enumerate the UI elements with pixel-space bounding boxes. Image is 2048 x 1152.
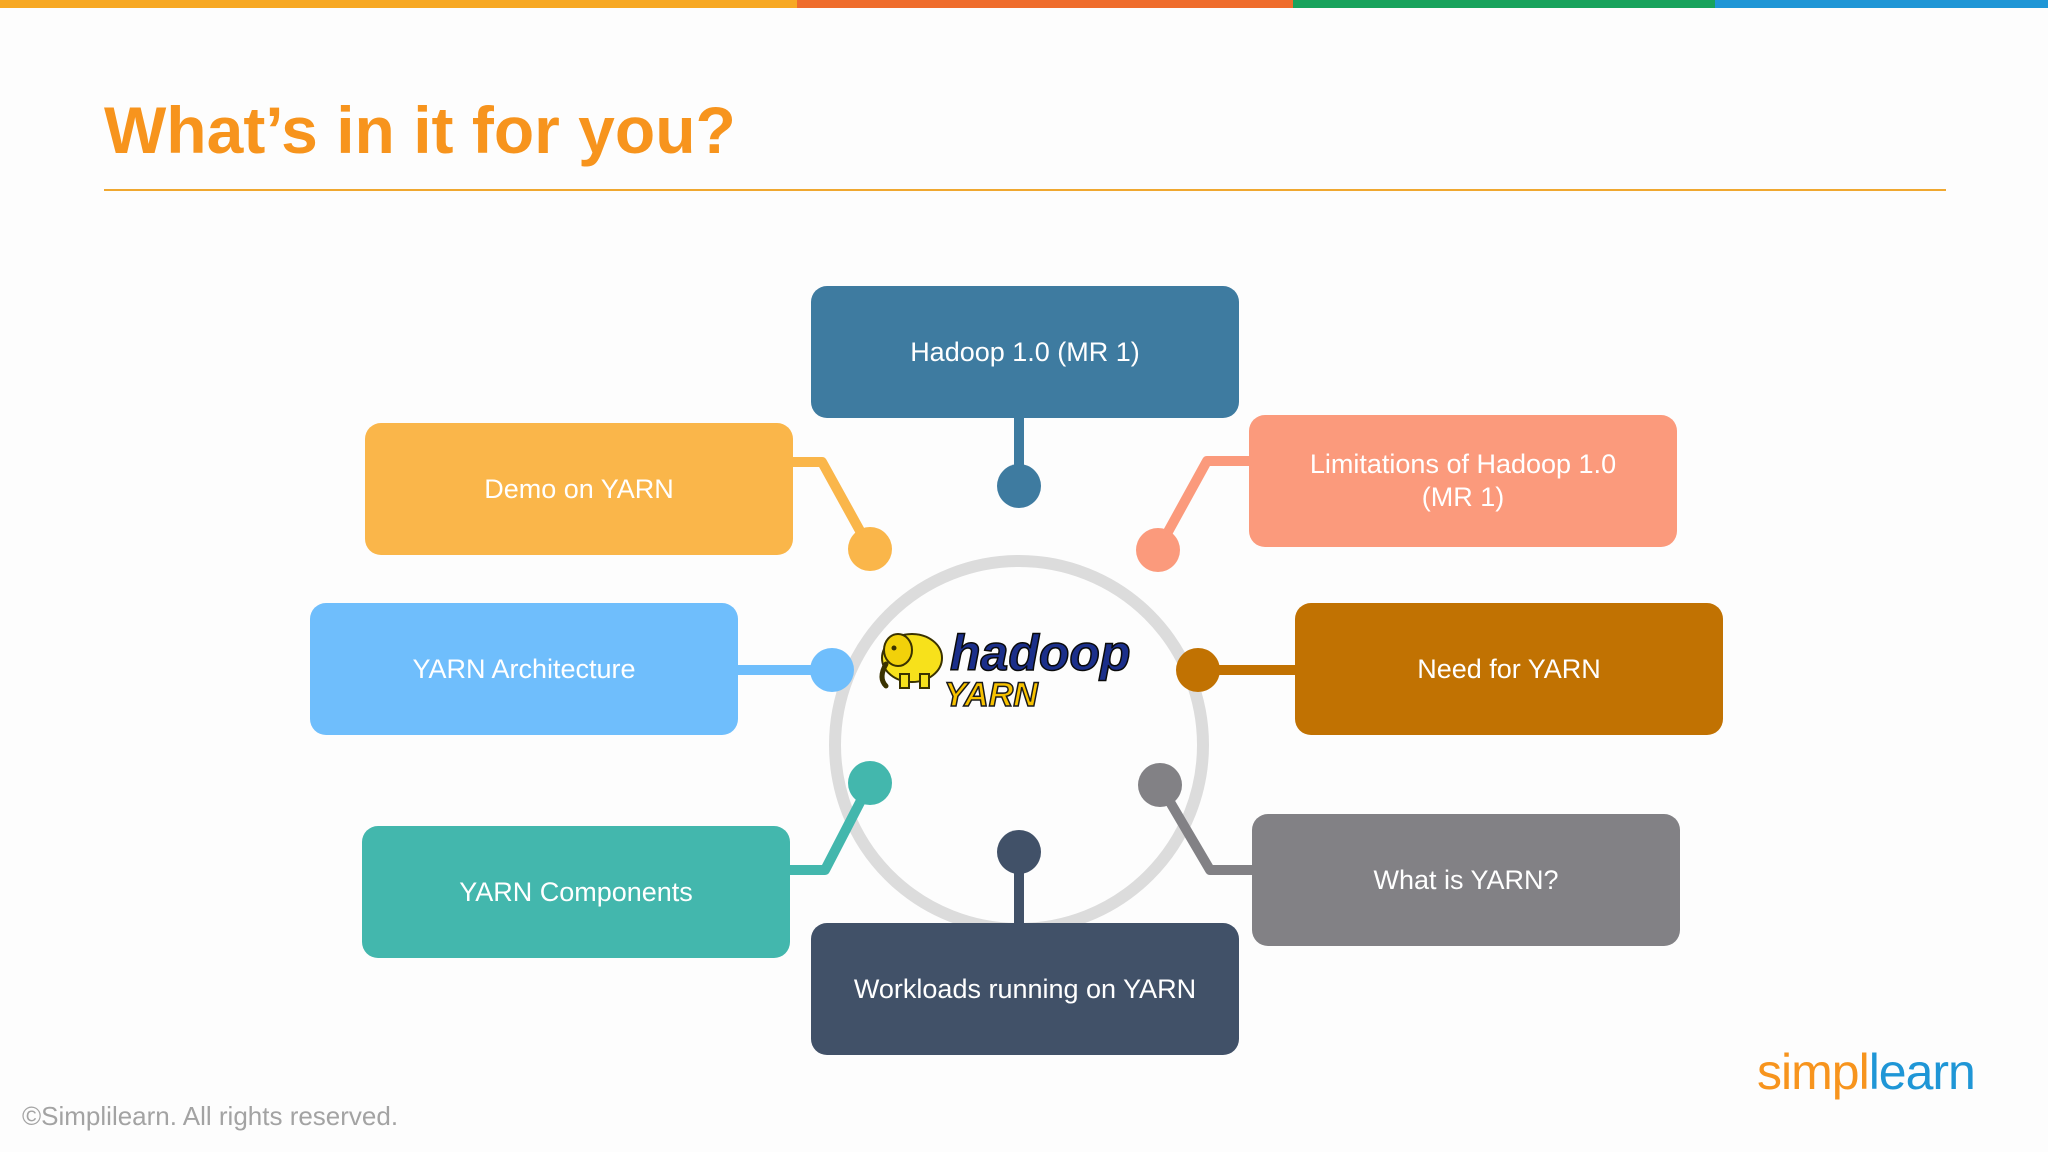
top-color-bar (0, 0, 2048, 8)
topic-yarn-components-box[interactable]: YARN Components (362, 826, 790, 958)
brand-wordmark: simpllearn (1757, 1040, 1976, 1104)
topic-yarn-architecture-box[interactable]: YARN Architecture (310, 603, 738, 735)
copyright-text: ©Simplilearn. All rights reserved. (22, 1101, 399, 1131)
brand-right: learn (1868, 1044, 1976, 1100)
connector-dot (997, 830, 1041, 874)
topic-limitations-box[interactable]: Limitations of Hadoop 1.0 (MR 1) (1249, 415, 1677, 547)
top-bar-segment (1293, 0, 1715, 8)
connector-dot (997, 464, 1041, 508)
connectors (738, 418, 1295, 923)
topic-label: Demo on YARN (484, 473, 674, 504)
connector-dot (1176, 648, 1220, 692)
topic-hadoop-1-box[interactable]: Hadoop 1.0 (MR 1) (811, 286, 1239, 418)
topic-label: What is YARN? (1373, 864, 1559, 895)
topic-label: YARN Components (459, 876, 693, 907)
connector-dot (1138, 763, 1182, 807)
top-bar-segment (0, 0, 797, 8)
topic-need-for-yarn-box[interactable]: Need for YARN (1295, 603, 1723, 735)
topic-demo-on-yarn-box[interactable]: Demo on YARN (365, 423, 793, 555)
hadoop-yarn-logo: hadoop YARN (872, 618, 1162, 715)
topic-label: Workloads running on YARN (853, 973, 1197, 1004)
connector-line (793, 457, 875, 552)
topic-label: Limitations of Hadoop 1.0 (MR 1) (1309, 449, 1617, 512)
topic-label: Hadoop 1.0 (MR 1) (910, 336, 1140, 367)
connector-line (1155, 782, 1252, 875)
logo-sub: YARN (944, 676, 1039, 714)
topic-label: YARN Architecture (412, 653, 636, 684)
logo-graphic: hadoop YARN (879, 624, 1131, 715)
simplilearn-logo: simpllearn (1757, 1040, 1989, 1108)
connector-dot (848, 527, 892, 571)
connector-dot (1136, 528, 1180, 572)
topic-workloads-box[interactable]: Workloads running on YARN (811, 923, 1239, 1055)
topic-label: Need for YARN (1417, 653, 1601, 684)
slide-title: What’s in it for you? (104, 93, 736, 167)
connector-line (1153, 456, 1249, 553)
brand-left: simpl (1757, 1044, 1870, 1100)
top-bar-segment (797, 0, 1293, 8)
top-bar-segment (1715, 0, 2048, 8)
logo-word: hadoop (950, 625, 1131, 681)
topic-what-is-yarn-box[interactable]: What is YARN? (1252, 814, 1680, 946)
connector-dot (810, 648, 854, 692)
connector-dot (848, 761, 892, 805)
title-underline (104, 189, 1946, 191)
elephant-icon (879, 633, 943, 689)
connector-line (790, 780, 875, 875)
